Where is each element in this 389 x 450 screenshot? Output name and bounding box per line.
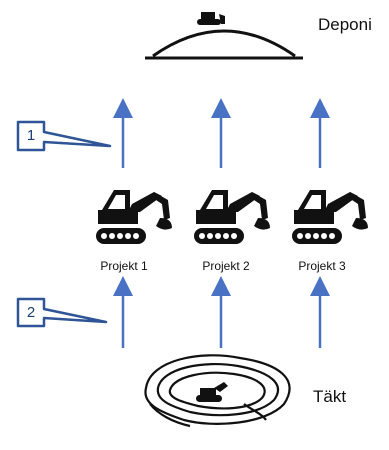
excavator-icon xyxy=(194,190,270,244)
deponi-mound-icon xyxy=(145,12,303,60)
project-label: Projekt 2 xyxy=(202,259,250,273)
excavator-icon xyxy=(96,190,172,244)
takt-label: Täkt xyxy=(313,387,347,406)
callout-1 xyxy=(16,120,112,152)
quarry-pit-icon xyxy=(144,354,291,428)
deponi-label: Deponi xyxy=(318,15,372,34)
callout-2 xyxy=(16,297,108,328)
callout-number-2: 2 xyxy=(26,304,36,321)
project-label: Projekt 1 xyxy=(100,259,148,273)
quarry-excavator-icon xyxy=(196,382,228,402)
excavator-icon xyxy=(292,190,368,244)
callout-number-1: 1 xyxy=(26,127,36,144)
project-label: Projekt 3 xyxy=(298,259,346,273)
